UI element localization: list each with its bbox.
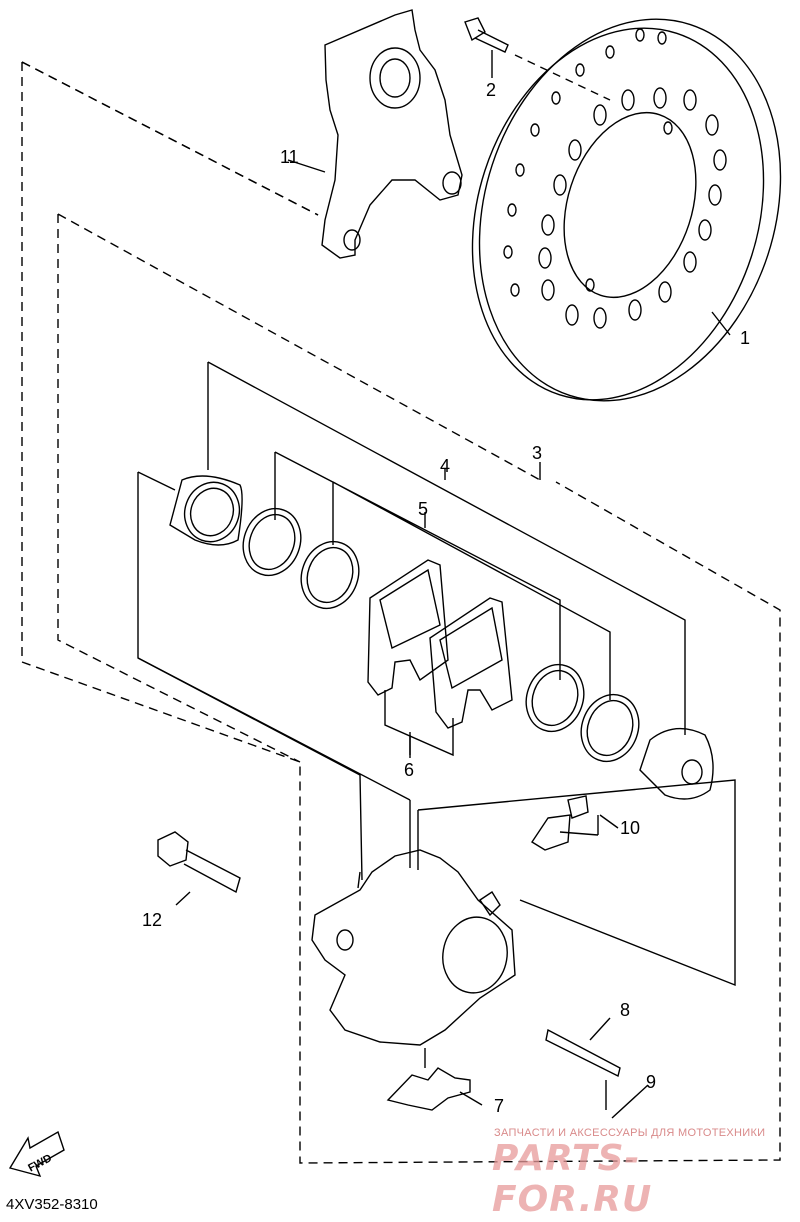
brake-pad-right-lining xyxy=(439,606,503,690)
caliper-body xyxy=(311,849,516,1046)
watermark-logo: PARTS-FOR.RU xyxy=(492,1138,653,1220)
pad-pin xyxy=(545,1028,621,1078)
piston-right-face xyxy=(681,759,703,785)
piston-left-face xyxy=(183,481,241,543)
callout-5: 5 xyxy=(418,499,428,519)
piston-left xyxy=(169,475,243,546)
fwd-label: FWD xyxy=(26,1152,54,1174)
brake-disc-holes xyxy=(503,28,727,329)
seal-left-1 xyxy=(242,507,302,577)
brake-disc-rim xyxy=(471,27,765,401)
caliper-bolt xyxy=(157,831,241,894)
watermark-tagline: ЗАПЧАСТИ И АКСЕССУАРЫ ДЛЯ МОТОТЕХНИКИ xyxy=(494,1127,766,1139)
bracket-lower-hole xyxy=(442,171,462,195)
seal-right-2 xyxy=(580,693,640,763)
brake-pad-left-lining xyxy=(379,568,441,650)
brake-disc-outer xyxy=(478,18,782,402)
callout-1: 1 xyxy=(740,328,750,348)
seal-kit-bracket xyxy=(274,451,611,700)
seal-left-1-inner xyxy=(248,513,296,571)
callout-8: 8 xyxy=(620,1000,630,1020)
piston-right xyxy=(639,727,714,800)
callout-4: 4 xyxy=(440,456,450,476)
caliper-bracket xyxy=(321,9,463,259)
callout-10: 10 xyxy=(620,818,640,838)
bracket-boss xyxy=(369,47,421,109)
disc-bolt xyxy=(464,17,509,53)
pad-spring xyxy=(386,1067,471,1111)
disc-bolt-dash xyxy=(514,54,611,101)
callout-7: 7 xyxy=(494,1096,504,1116)
callout-6: 6 xyxy=(404,760,414,780)
seal-right-2-inner xyxy=(586,699,634,757)
caliper-kit-bracket xyxy=(137,361,686,801)
caliper-bleed-boss xyxy=(479,891,501,917)
brake-disc-inner xyxy=(563,111,697,299)
seal-right-1-inner xyxy=(531,669,579,727)
caliper-piston-bore xyxy=(442,916,508,994)
seal-right-1 xyxy=(525,663,585,733)
leader-lines xyxy=(175,50,731,1119)
callout-3: 3 xyxy=(532,443,542,463)
callout-9: 9 xyxy=(646,1072,656,1092)
pad-bracket xyxy=(384,690,454,757)
diagram-code: 4XV352-8310 xyxy=(6,1196,98,1213)
seal-left-2-inner xyxy=(306,546,354,604)
seal-left-2 xyxy=(300,540,360,610)
brake-pad-right xyxy=(429,597,513,729)
bleed-screw xyxy=(531,795,589,851)
caliper-mount-lines xyxy=(137,657,736,987)
brake-pad-left xyxy=(367,559,449,696)
fwd-arrow-shape xyxy=(8,1130,65,1178)
assembly-boundary-outer-a xyxy=(21,61,781,1164)
bracket-bottom-hole xyxy=(343,229,361,251)
piston-left-bore xyxy=(189,487,235,537)
callout-12: 12 xyxy=(142,910,162,930)
callout-2: 2 xyxy=(486,80,496,100)
callout-11: 11 xyxy=(280,147,299,167)
caliper-mount-hole xyxy=(336,929,354,951)
bracket-boss-hole xyxy=(379,58,411,98)
